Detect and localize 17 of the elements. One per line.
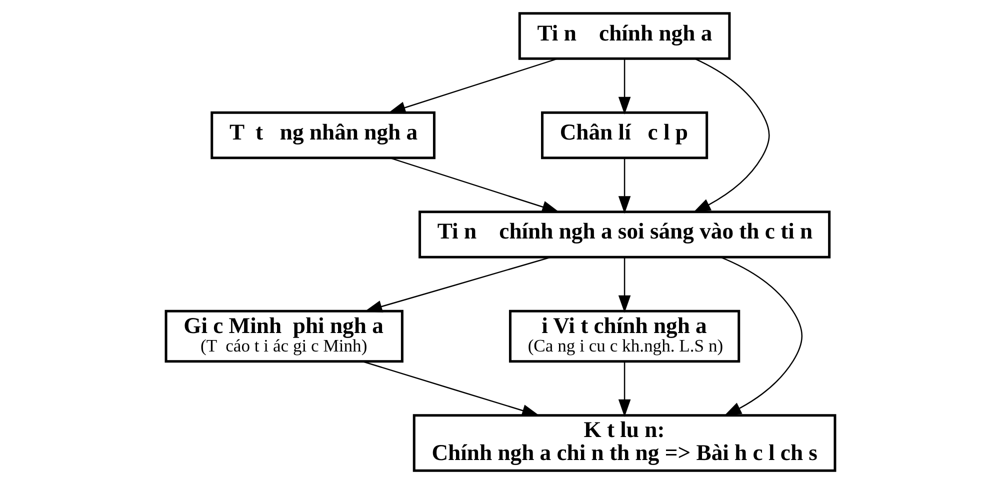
arrow (389, 157, 560, 213)
arrow (720, 256, 802, 416)
node-box: i Vi t chính ngh a (Ca ng i cu c kh.ngh. L.S n) (508, 310, 740, 363)
node-box: K t lu n: Chính ngh a chi n th ng => Bài h c l ch s (412, 414, 836, 472)
arrow (362, 360, 540, 416)
arrow (618, 257, 630, 313)
arrow (364, 256, 551, 312)
arrow (387, 58, 558, 114)
node-box: Ti n chính ngh a (518, 12, 730, 60)
arrow (692, 58, 770, 213)
node-box: T t ng nhân ngh a (210, 111, 435, 160)
arrow (618, 362, 630, 418)
arrow (618, 158, 630, 214)
node-box: Ti n chính ngh a soi sáng vào th c ti n (418, 210, 830, 258)
node-box: Gi c Minh phi ngh a (T cáo t i ác gi c Minh) (164, 310, 403, 363)
node-box: Chân lí c l p (540, 111, 708, 160)
arrow (618, 58, 630, 114)
